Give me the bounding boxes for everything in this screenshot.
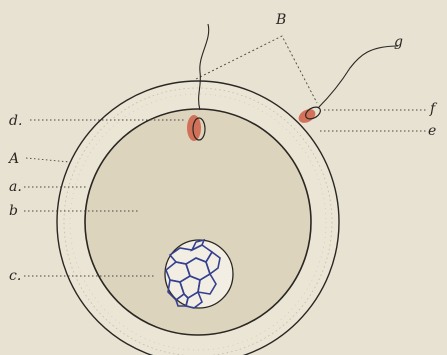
sperm-head-red-1	[187, 115, 201, 141]
label-B: B	[275, 12, 286, 28]
label-c: c.	[9, 268, 21, 284]
label-a: a.	[9, 179, 22, 195]
label-b: b	[9, 203, 18, 219]
label-d: d.	[9, 113, 22, 129]
nucleus-membrane	[165, 240, 233, 308]
label-A: A	[7, 151, 19, 167]
nucleus	[165, 240, 233, 308]
label-g: g	[394, 34, 403, 50]
label-e: e	[428, 123, 436, 139]
